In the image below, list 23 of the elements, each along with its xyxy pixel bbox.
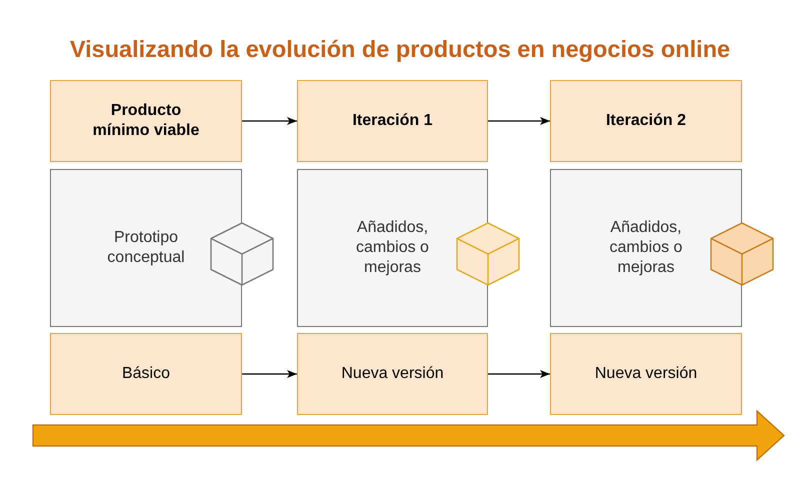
box-label: Nueva versión [594, 364, 698, 384]
box-label: Iteración 2 [606, 111, 686, 131]
box-label: Nueva versión [341, 364, 444, 384]
box-label: Producto mínimo viable [92, 101, 200, 141]
version-box [550, 333, 742, 415]
diagram-title: Visualizando la evolución de productos en negocios online [70, 36, 730, 62]
arrow [242, 370, 297, 378]
content-box [550, 169, 742, 327]
version-box [50, 333, 242, 415]
box-label: Añadidos, cambios o mejoras [608, 218, 684, 278]
content-box [50, 169, 242, 327]
arrow [242, 117, 297, 125]
box-label: Añadidos, cambios o mejoras [355, 218, 430, 278]
arrow [488, 370, 550, 378]
box-label: Iteración 1 [352, 111, 433, 131]
box-label: Básico [122, 364, 170, 384]
header-box [50, 80, 242, 162]
content-box [297, 169, 488, 327]
header-box [550, 80, 742, 162]
box-label: Prototipo conceptual [106, 228, 186, 268]
header-box [297, 80, 488, 162]
arrow [488, 117, 550, 125]
version-box [297, 333, 488, 415]
